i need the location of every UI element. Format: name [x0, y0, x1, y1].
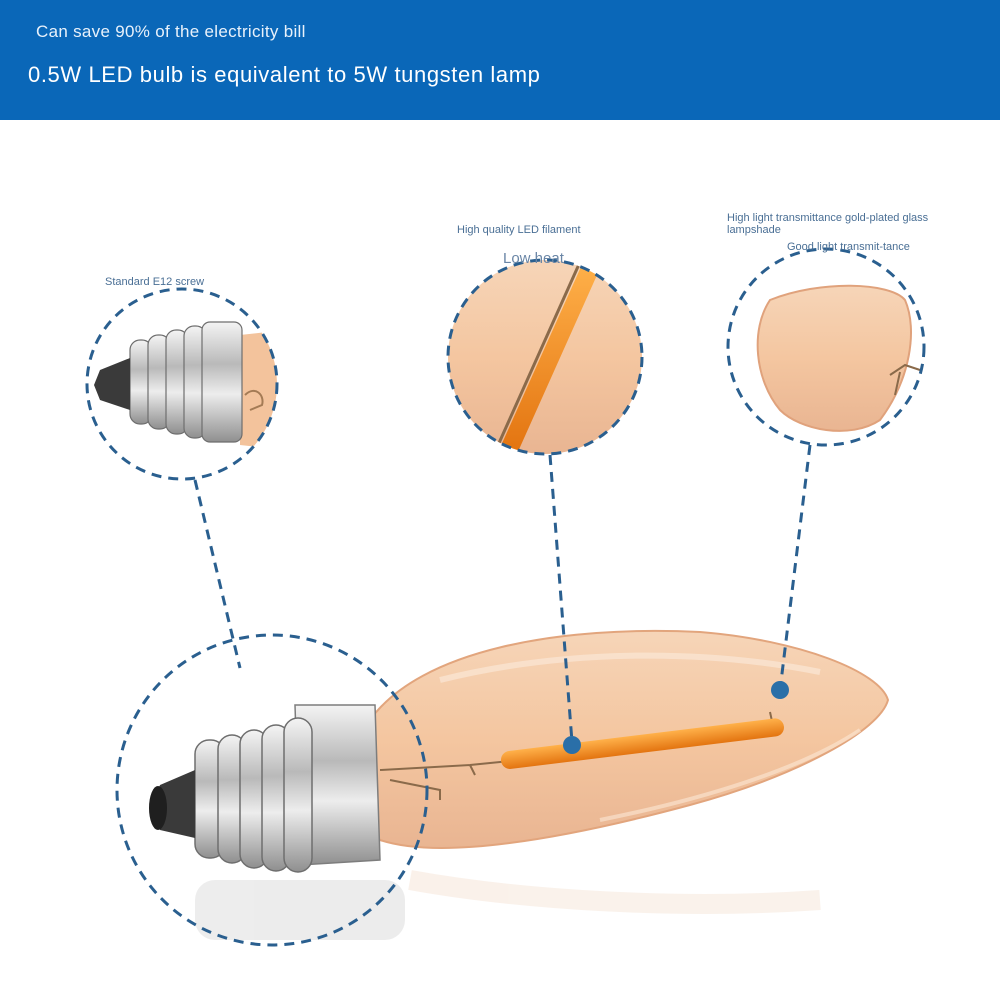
- leader-line-glass: [778, 444, 812, 691]
- banner-subtitle: Can save 90% of the electricity bill: [36, 22, 306, 41]
- zoom-circle-base: [115, 633, 429, 947]
- banner-title: 0.5W LED bulb is equivalent to 5W tungst…: [28, 62, 541, 87]
- reflection: [195, 870, 821, 940]
- label-glass: High light transmittance gold-plated gla…: [727, 212, 929, 236]
- pointer-dot-glass: [771, 681, 789, 699]
- glass-highlight: [439, 652, 821, 683]
- leader-line-screw: [193, 479, 242, 669]
- label-screw: Standard E12 screw: [105, 276, 205, 288]
- zoom-circle-filament: [446, 258, 644, 456]
- label-filament: High quality LED filament: [457, 224, 581, 236]
- large-screw-base: [149, 704, 381, 873]
- label-heat: Low heat: [503, 250, 564, 267]
- label-transmit: Good light transmit-tance: [787, 241, 910, 253]
- zoom-filament-detail: [448, 260, 642, 454]
- header-banner: Can save 90% of the electricity bill 0.5…: [0, 0, 1000, 120]
- led-filament: [500, 718, 784, 769]
- zoom-circle-screw: [85, 287, 279, 481]
- zoom-glass-detail: [728, 249, 924, 445]
- zoom-screw-detail: [87, 289, 277, 479]
- pointer-dot-filament: [563, 736, 581, 754]
- zoom-circle-glass: [726, 247, 926, 447]
- product-illustration: [85, 247, 926, 947]
- leader-line-filament: [548, 454, 574, 743]
